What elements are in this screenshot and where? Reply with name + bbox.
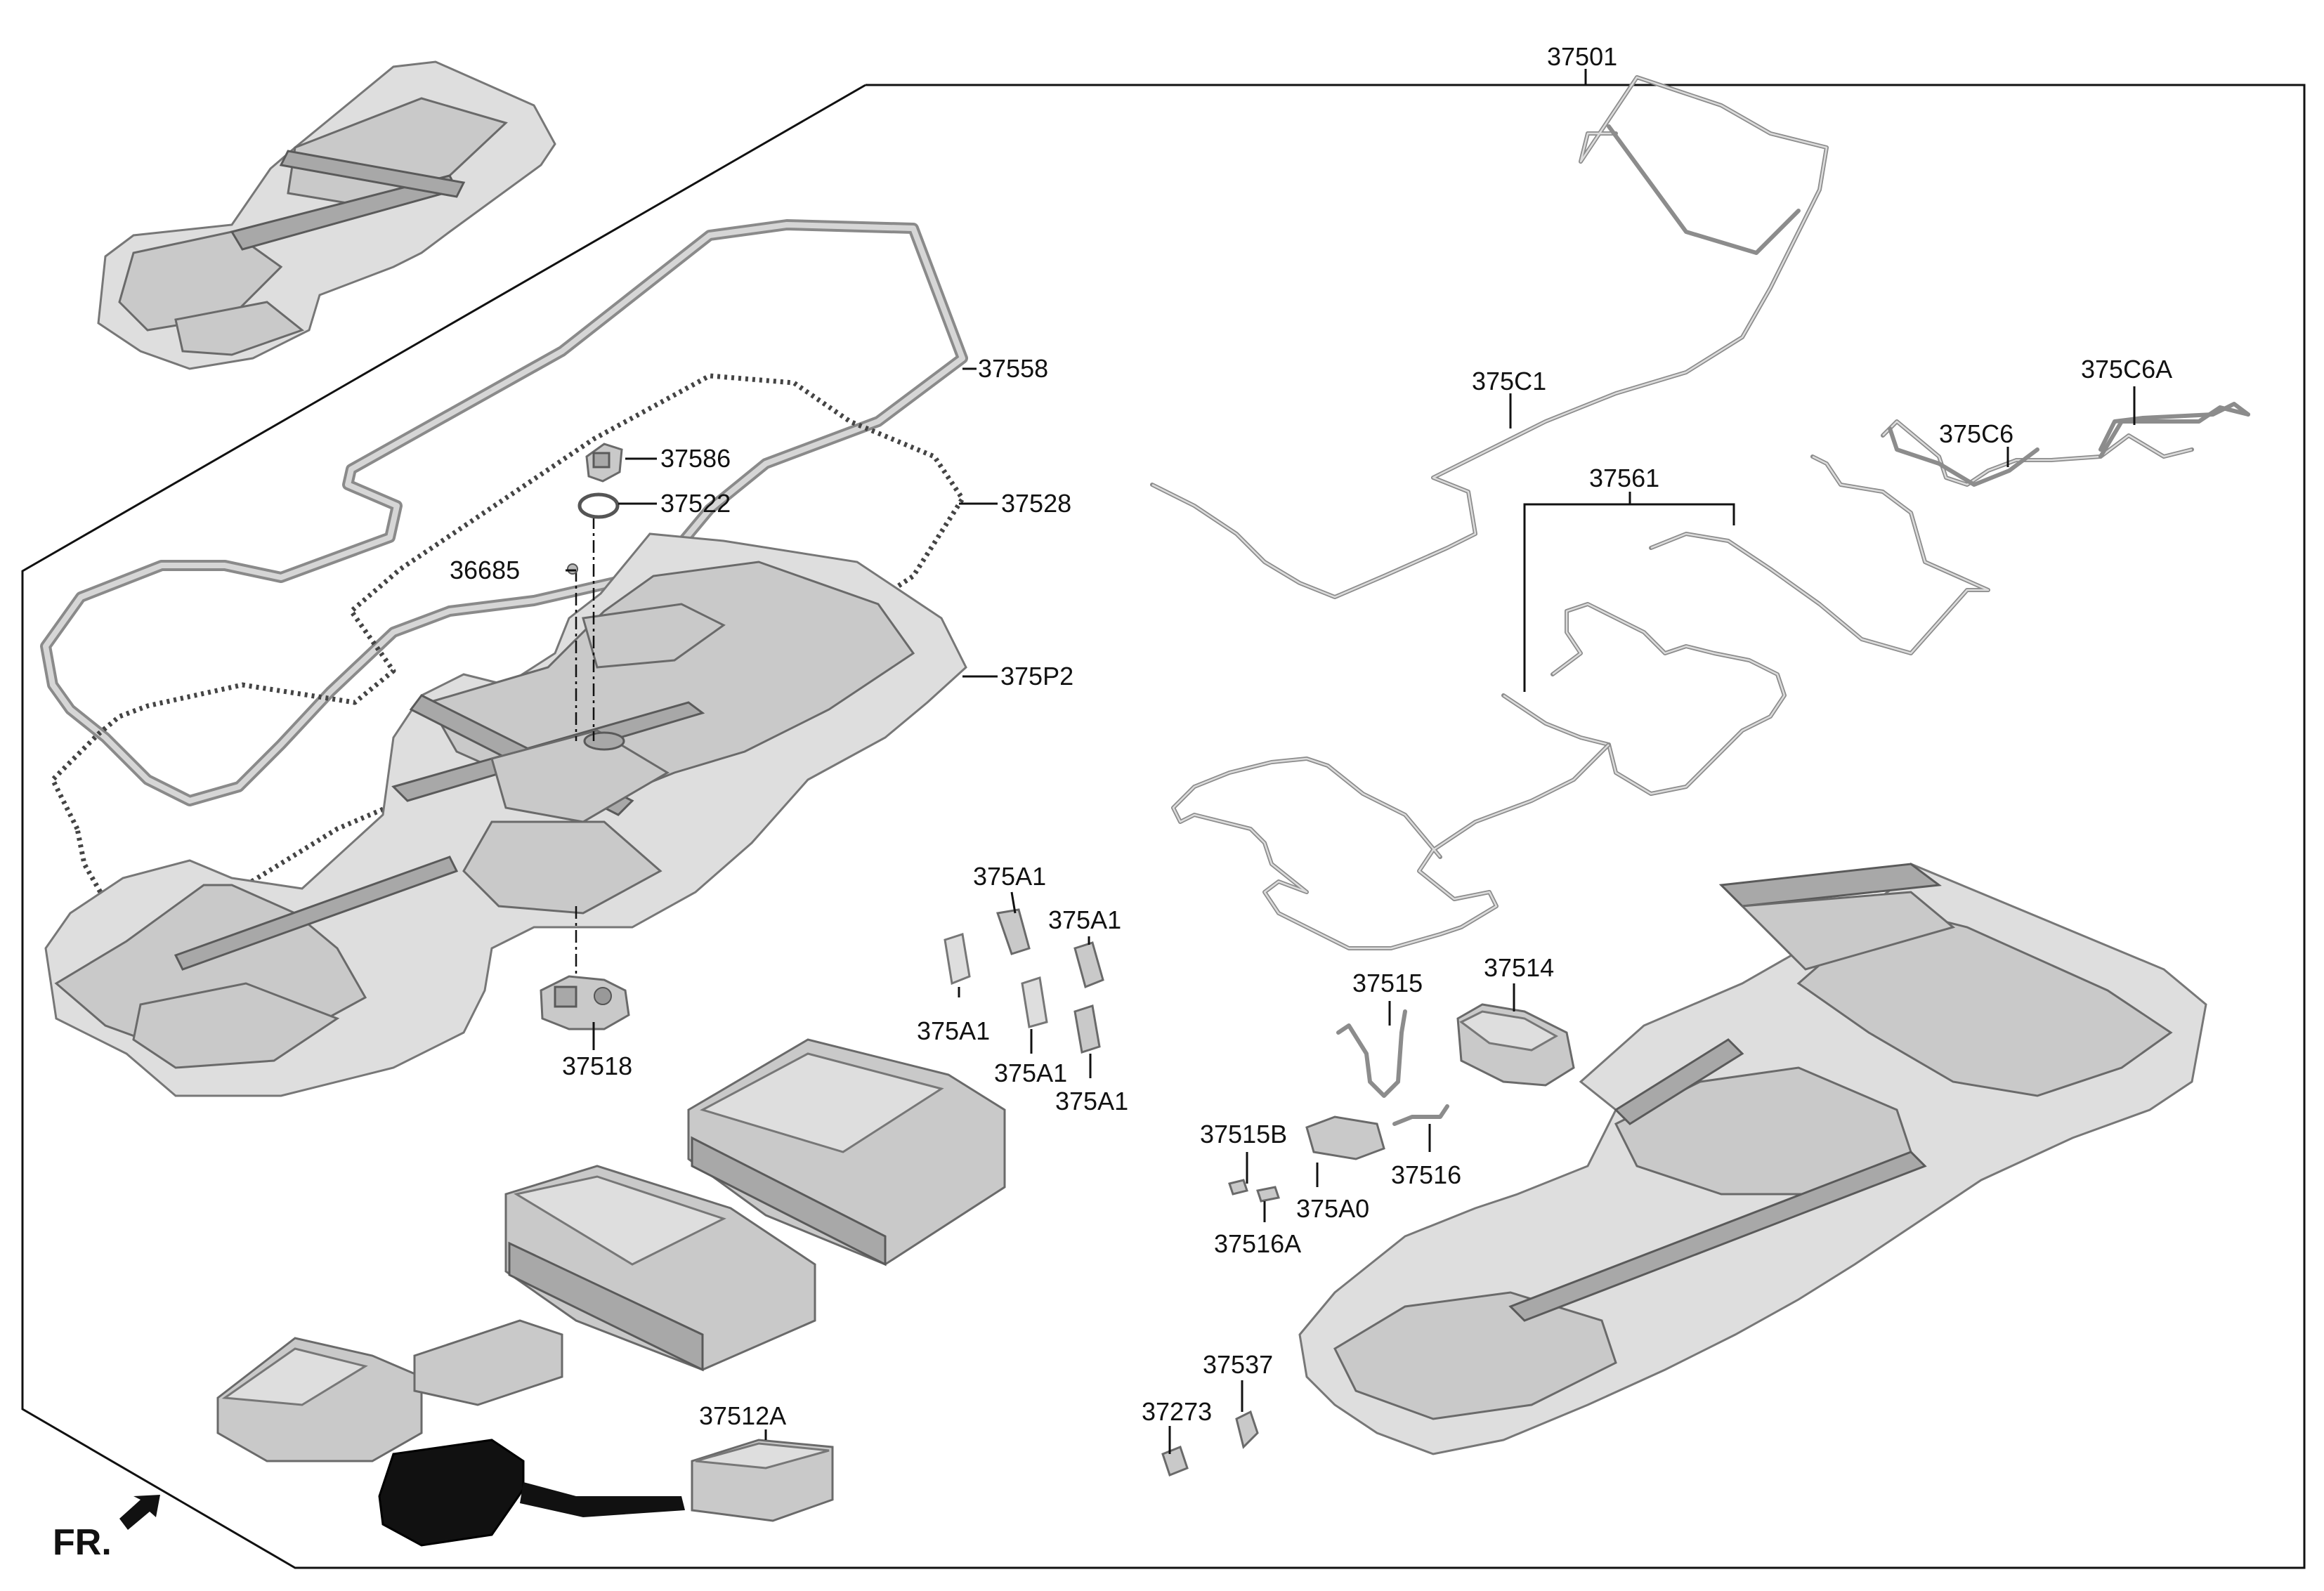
label-upper-cover: 375P2 bbox=[1000, 662, 1073, 690]
front-indicator: FR. bbox=[53, 1522, 112, 1563]
label-wiring-module: 37561 bbox=[1589, 464, 1659, 492]
label-sensor-3: 375A1 bbox=[917, 1016, 990, 1045]
front-arrow-icon bbox=[119, 1495, 160, 1530]
label-bms-unit: 37514 bbox=[1484, 953, 1554, 982]
lower-tray bbox=[1298, 863, 2207, 1455]
top-connector bbox=[585, 443, 623, 483]
bolt-part bbox=[567, 563, 578, 575]
label-plug: 37273 bbox=[1142, 1397, 1212, 1426]
outer-gasket bbox=[40, 219, 968, 806]
label-gasket-inner: 37528 bbox=[1001, 489, 1071, 518]
label-oring: 37522 bbox=[660, 489, 731, 518]
oring-part bbox=[577, 492, 620, 519]
reference-cover-view bbox=[97, 60, 556, 370]
bracket-wire bbox=[1336, 1009, 1407, 1098]
battery-modules bbox=[216, 1038, 1006, 1547]
label-bolt: 36685 bbox=[450, 556, 520, 584]
label-module-a0: 375A0 bbox=[1296, 1194, 1369, 1223]
module-a0-part bbox=[1305, 1115, 1385, 1160]
label-sensor-1: 375A1 bbox=[973, 862, 1046, 891]
upper-cover bbox=[44, 532, 967, 1097]
vent-plug-parts bbox=[1161, 1410, 1259, 1477]
sensors bbox=[944, 908, 1104, 1054]
bms-unit bbox=[1456, 1003, 1575, 1087]
label-bracket-wire: 37515 bbox=[1352, 969, 1423, 997]
label-wiring-main: 375C1 bbox=[1472, 367, 1546, 395]
label-vent: 37537 bbox=[1203, 1350, 1273, 1379]
label-cell-pack: 37512A bbox=[699, 1401, 786, 1430]
label-bracket-b: 37515B bbox=[1200, 1120, 1287, 1148]
relay-block bbox=[540, 975, 630, 1030]
label-assembly: 37501 bbox=[1547, 42, 1617, 71]
label-bracket-clip: 37516 bbox=[1391, 1160, 1461, 1189]
assembly-boundary bbox=[21, 69, 2306, 1569]
leader-lines bbox=[566, 367, 2136, 1454]
wiring-harnesses bbox=[1150, 75, 2250, 950]
label-relay-block: 37518 bbox=[562, 1052, 632, 1080]
label-sensor-4: 375A1 bbox=[994, 1059, 1067, 1087]
label-connector-top: 37586 bbox=[660, 444, 731, 473]
label-sensor-5: 375A1 bbox=[1055, 1087, 1128, 1115]
label-cable-c6: 375C6 bbox=[1939, 419, 2013, 448]
label-bracket-clip-a: 37516A bbox=[1214, 1229, 1301, 1258]
label-gasket-outer: 37558 bbox=[978, 354, 1048, 383]
label-sensor-2: 375A1 bbox=[1048, 905, 1121, 934]
label-cable-c6a: 375C6A bbox=[2081, 355, 2172, 384]
assembly-guide-lines bbox=[575, 516, 595, 983]
small-brackets bbox=[1228, 1104, 1449, 1203]
